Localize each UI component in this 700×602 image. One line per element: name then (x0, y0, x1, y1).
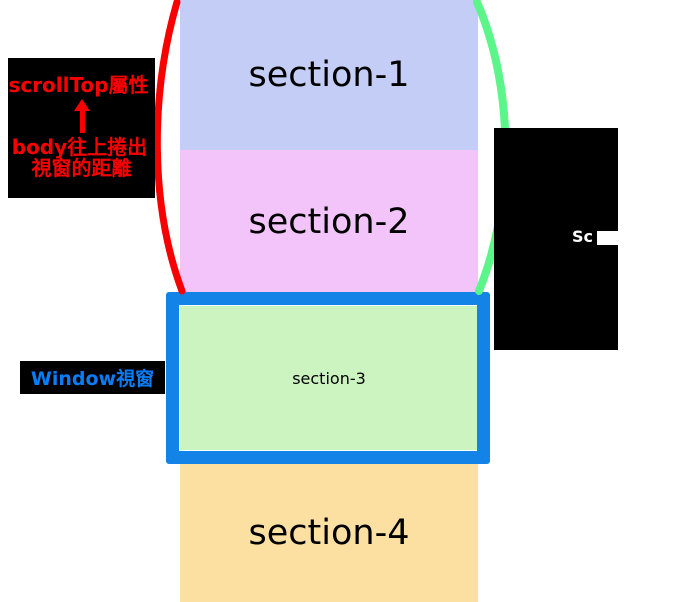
up-arrow-icon (71, 99, 93, 133)
scroll-annotation-text: Sc (572, 227, 594, 246)
scrolltop-annotation-callout: scrollTop屬性 body往上捲出 視窗的距離 (8, 58, 155, 198)
window-label-text: Window視窗 (30, 368, 155, 390)
up-arrow-head (73, 99, 90, 111)
window-label-callout: Window視窗 (20, 361, 165, 394)
section-block-4: section-4 (180, 464, 478, 602)
window-viewport-frame (166, 292, 490, 464)
section-block-3: section-3 (180, 306, 478, 450)
section-2-label: section-2 (248, 201, 410, 242)
scrolltop-title-text: scrollTop屬性 (8, 73, 149, 97)
section-3-label: section-3 (292, 368, 366, 388)
section-4-label: section-4 (248, 513, 410, 553)
scrolltop-description-line-1: body往上捲出 (11, 135, 148, 159)
section-block-2: section-2 (180, 150, 478, 293)
up-arrow-shaft (79, 108, 85, 133)
scroll-label-occlusion-bar (597, 231, 659, 245)
left-red-brace-arc (153, 0, 186, 295)
section-block-1: section-1 (180, 0, 478, 150)
scrolltop-description-line-2: 視窗的距離 (31, 156, 132, 180)
section-1-label: section-1 (248, 55, 410, 95)
